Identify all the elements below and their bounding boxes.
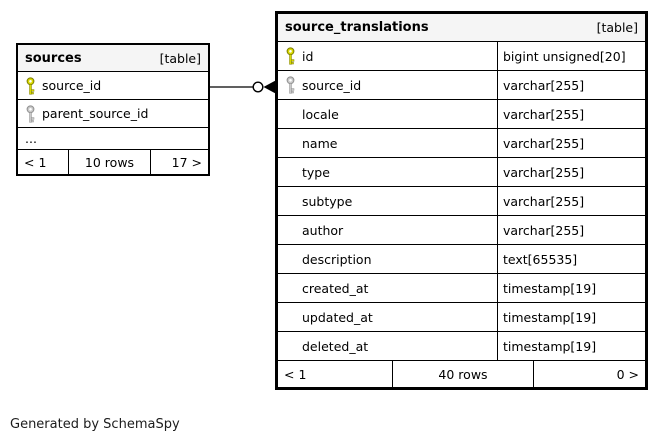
- pager-next[interactable]: 17 >: [150, 150, 208, 174]
- relationship-connector: [208, 80, 276, 94]
- key-icon-slot: [285, 337, 296, 355]
- foreign-key-icon: [26, 104, 35, 123]
- column-name-cell: source_id: [278, 71, 497, 99]
- column-row: id bigint unsigned[20]: [278, 42, 645, 71]
- column-name-cell: ...: [18, 128, 208, 149]
- column-row: deleted_at timestamp[19]: [278, 332, 645, 361]
- column-name: locale: [302, 106, 339, 122]
- column-row: subtype varchar[255]: [278, 187, 645, 216]
- column-row: type varchar[255]: [278, 158, 645, 187]
- column-row: parent_source_id: [18, 100, 208, 128]
- column-name: source_id: [42, 78, 102, 93]
- column-row: description text[65535]: [278, 245, 645, 274]
- column-name: source_id: [302, 77, 362, 93]
- column-row: created_at timestamp[19]: [278, 274, 645, 303]
- column-name-cell: locale: [278, 100, 497, 128]
- pager-prev[interactable]: < 1: [284, 366, 307, 382]
- column-type-cell: timestamp[19]: [497, 332, 645, 360]
- column-row: author varchar[255]: [278, 216, 645, 245]
- column-name-cell: updated_at: [278, 303, 497, 331]
- pager-next[interactable]: 0 >: [533, 361, 645, 387]
- column-type-cell: text[65535]: [497, 245, 645, 273]
- primary-key-icon: [286, 47, 295, 65]
- column-name: name: [302, 135, 338, 151]
- row-count: 10 rows: [68, 150, 150, 174]
- column-name-cell: description: [278, 245, 497, 273]
- table-name: source_translations: [285, 20, 429, 35]
- column-name: created_at: [302, 280, 369, 296]
- column-name-cell: created_at: [278, 274, 497, 302]
- column-type-cell: bigint unsigned[20]: [497, 42, 645, 70]
- row-count: 40 rows: [392, 361, 533, 387]
- column-type-cell: varchar[255]: [497, 100, 645, 128]
- table-name: sources: [25, 50, 82, 66]
- column-name-cell: id: [278, 42, 497, 70]
- key-icon-slot: [285, 163, 296, 181]
- column-name-cell: parent_source_id: [18, 100, 208, 127]
- column-row: source_id: [18, 72, 208, 100]
- table-type-badge: [table]: [596, 20, 638, 35]
- column-name-cell: type: [278, 158, 497, 186]
- column-type-cell: varchar[255]: [497, 216, 645, 244]
- column-name: deleted_at: [302, 338, 369, 354]
- column-name-cell: deleted_at: [278, 332, 497, 360]
- column-name-cell: source_id: [18, 72, 208, 99]
- column-type-cell: varchar[255]: [497, 158, 645, 186]
- column-type-cell: varchar[255]: [497, 187, 645, 215]
- column-name: author: [302, 222, 344, 238]
- key-icon-slot: [25, 76, 36, 95]
- column-type-cell: varchar[255]: [497, 71, 645, 99]
- column-row: updated_at timestamp[19]: [278, 303, 645, 332]
- table-header[interactable]: sources [table]: [18, 45, 208, 72]
- key-icon-slot: [285, 192, 296, 210]
- column-name: subtype: [302, 193, 353, 209]
- column-name: updated_at: [302, 309, 373, 325]
- column-name: type: [302, 164, 330, 180]
- table-sources[interactable]: sources [table] source_id parent_source_id.…: [16, 43, 210, 176]
- column-row: name varchar[255]: [278, 129, 645, 158]
- column-name-cell: name: [278, 129, 497, 157]
- foreign-key-icon: [286, 76, 295, 94]
- key-icon-slot: [285, 221, 296, 239]
- column-row: locale varchar[255]: [278, 100, 645, 129]
- column-name: description: [302, 251, 372, 267]
- key-icon-slot: [285, 250, 296, 268]
- key-icon-slot: [285, 105, 296, 123]
- table-source-translations[interactable]: source_translations [table] id bigint unsig…: [275, 11, 648, 390]
- column-type-cell: timestamp[19]: [497, 274, 645, 302]
- column-name: id: [302, 48, 314, 64]
- key-icon-slot: [285, 279, 296, 297]
- relationship-arrowhead: [263, 80, 276, 94]
- key-icon-slot: [285, 47, 296, 65]
- key-icon-slot: [285, 308, 296, 326]
- relationship-circle-terminator: [252, 81, 264, 93]
- column-name-cell: author: [278, 216, 497, 244]
- column-name: ...: [25, 131, 37, 146]
- primary-key-icon: [26, 76, 35, 95]
- table-header[interactable]: source_translations [table]: [278, 14, 645, 42]
- column-type-cell: varchar[255]: [497, 129, 645, 157]
- pager-prev[interactable]: < 1: [24, 154, 47, 170]
- hidden-columns-row: ...: [18, 128, 208, 150]
- table-type-badge: [table]: [159, 50, 201, 66]
- column-name-cell: subtype: [278, 187, 497, 215]
- column-type-cell: timestamp[19]: [497, 303, 645, 331]
- key-icon-slot: [285, 134, 296, 152]
- key-icon-slot: [285, 76, 296, 94]
- column-name: parent_source_id: [42, 106, 149, 121]
- generated-by-note: Generated by SchemaSpy: [10, 417, 180, 432]
- column-row: source_id varchar[255]: [278, 71, 645, 100]
- key-icon-slot: [25, 104, 36, 123]
